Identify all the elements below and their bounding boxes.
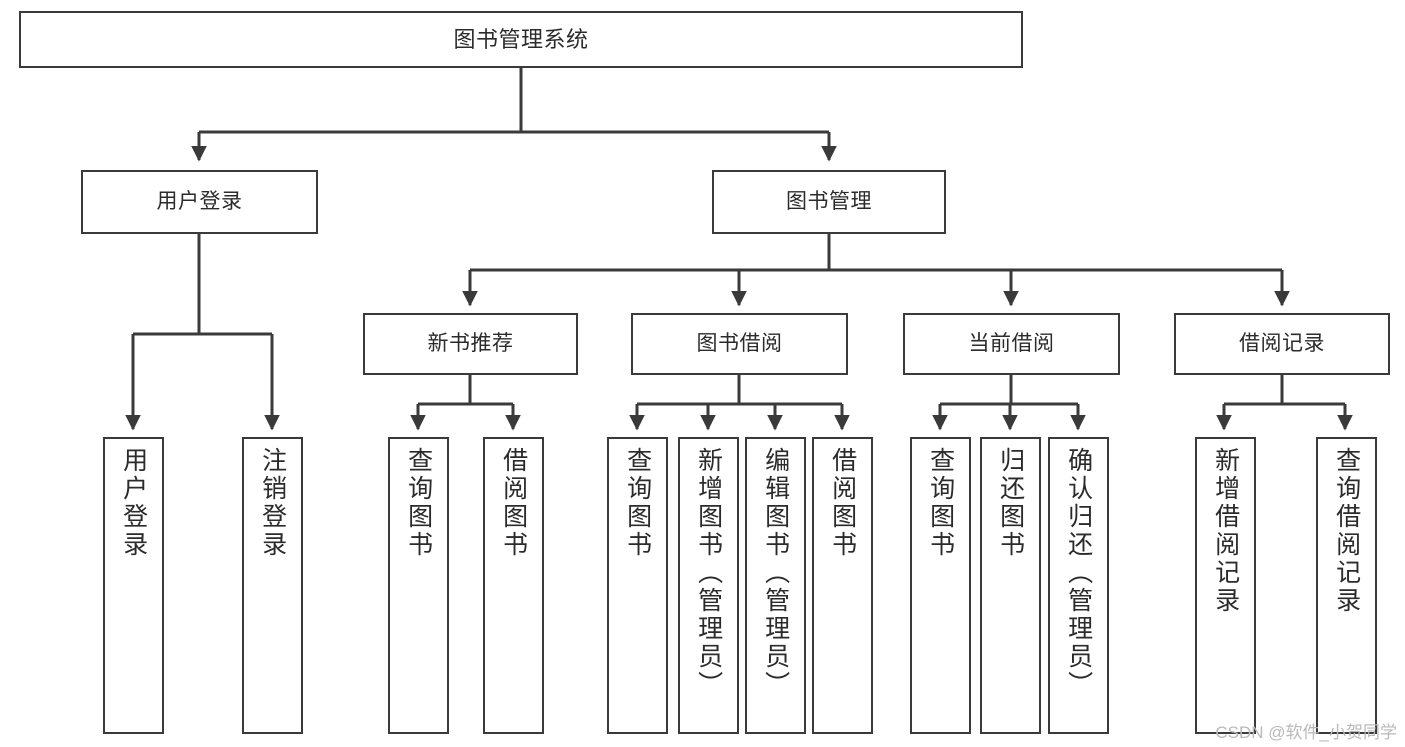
leaf-edit-book[interactable]: 编辑图书（管理员） — [745, 437, 806, 734]
leaf-query-record[interactable]: 查询借阅记录 — [1316, 437, 1377, 734]
leaf-add-record[interactable]: 新增借阅记录 — [1195, 437, 1256, 734]
node-book-borrow[interactable]: 图书借阅 — [631, 313, 848, 375]
node-label: 注销登录 — [258, 447, 287, 559]
node-label: 用户登录 — [156, 189, 243, 213]
node-borrow-record[interactable]: 借阅记录 — [1174, 313, 1390, 375]
node-new-book-recommend[interactable]: 新书推荐 — [363, 313, 578, 375]
csdn-watermark: CSDN @软件_小贺同学 — [1215, 723, 1397, 742]
node-current-borrow[interactable]: 当前借阅 — [903, 313, 1120, 375]
node-label: 当前借阅 — [968, 331, 1055, 355]
node-label: 新增借阅记录 — [1211, 447, 1240, 615]
leaf-add-book[interactable]: 新增图书（管理员） — [678, 437, 739, 734]
node-label: 借阅图书 — [499, 447, 528, 559]
leaf-borrow-book-1[interactable]: 借阅图书 — [483, 437, 544, 734]
node-label: 查询图书 — [926, 447, 955, 559]
leaf-borrow-book-2[interactable]: 借阅图书 — [812, 437, 873, 734]
node-label: 新增图书（管理员） — [694, 447, 723, 699]
leaf-confirm-return[interactable]: 确认归还（管理员） — [1048, 437, 1109, 734]
node-label: 图书管理 — [786, 189, 872, 213]
node-label: 借阅记录 — [1239, 331, 1325, 355]
node-label: 查询图书 — [623, 447, 652, 559]
leaf-return-book[interactable]: 归还图书 — [980, 437, 1041, 734]
node-label: 新书推荐 — [427, 331, 514, 355]
node-label: 查询图书 — [404, 447, 433, 559]
node-root-system[interactable]: 图书管理系统 — [19, 11, 1023, 68]
leaf-query-book-3[interactable]: 查询图书 — [910, 437, 971, 734]
leaf-logout-login[interactable]: 注销登录 — [242, 437, 303, 734]
node-label: 图书借阅 — [696, 331, 783, 355]
leaf-user-login[interactable]: 用户登录 — [103, 437, 164, 734]
node-label: 用户登录 — [119, 447, 148, 559]
node-user-login[interactable]: 用户登录 — [81, 170, 318, 234]
leaf-query-book-1[interactable]: 查询图书 — [388, 437, 449, 734]
node-label: 借阅图书 — [828, 447, 857, 559]
node-label: 图书管理系统 — [453, 26, 589, 52]
node-label: 查询借阅记录 — [1332, 447, 1361, 615]
leaf-query-book-2[interactable]: 查询图书 — [607, 437, 668, 734]
node-book-management[interactable]: 图书管理 — [712, 170, 946, 234]
node-label: 编辑图书（管理员） — [761, 447, 790, 699]
node-label: 归还图书 — [996, 447, 1025, 559]
node-label: 确认归还（管理员） — [1064, 447, 1093, 699]
